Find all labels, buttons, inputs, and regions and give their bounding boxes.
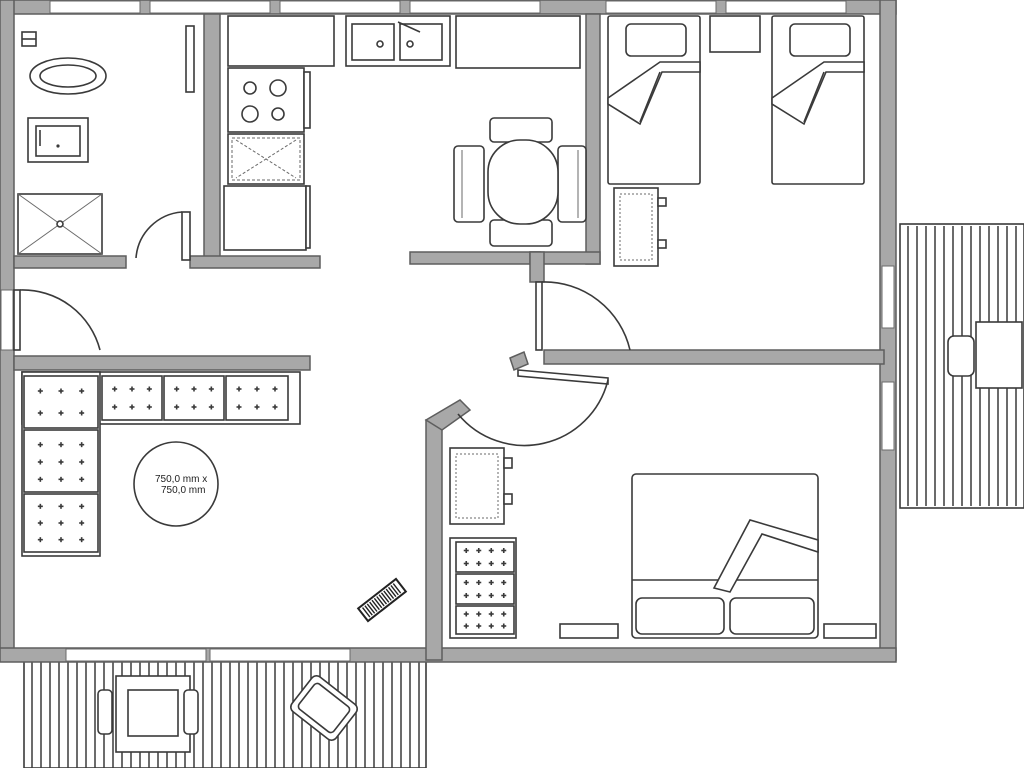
wardrobe-icon <box>613 187 667 267</box>
terrace-east-furniture <box>947 321 1023 389</box>
washbasin-icon <box>27 117 89 163</box>
windows <box>0 0 895 662</box>
door-bedroom-2 <box>457 369 609 447</box>
interior-walls <box>13 13 885 661</box>
table-size-label-line2: 750,0 mm <box>161 485 205 496</box>
kitchen-cabinet-upper-left <box>227 15 335 67</box>
kitchen <box>223 15 587 251</box>
nightstand-left <box>559 623 619 639</box>
single-bed-right <box>771 15 865 185</box>
stove-icon <box>227 67 311 133</box>
door-bedroom-1 <box>535 281 631 351</box>
door-entrance <box>13 289 101 351</box>
corner-sofa-icon <box>21 371 301 557</box>
sink-icon <box>345 15 451 67</box>
coffee-table-icon: 750,0 mm x 750,0 mm <box>133 441 219 527</box>
nightstand-right <box>823 623 877 639</box>
fridge-icon <box>223 185 311 251</box>
double-bed-icon <box>631 473 819 639</box>
kitchen-cabinet-upper-right <box>455 15 581 69</box>
armchair-icon <box>449 537 517 639</box>
bedroom-twin <box>607 15 865 267</box>
towel-rail-icon <box>185 25 195 93</box>
tv-icon <box>356 577 408 623</box>
toilet-icon <box>29 57 107 95</box>
single-bed-left <box>607 15 701 185</box>
door-bathroom <box>135 211 191 261</box>
dishwasher-icon <box>227 133 305 185</box>
bathroom <box>17 25 195 255</box>
toilet-paper-icon <box>21 31 37 47</box>
shower-icon <box>17 193 103 255</box>
dining-table-icon <box>453 117 587 247</box>
terrace-south <box>23 659 427 768</box>
wardrobe-icon <box>449 447 513 525</box>
nightstand <box>709 15 761 53</box>
living-room: 750,0 mm x 750,0 mm <box>21 371 408 623</box>
table-size-label-line1: 750,0 mm x <box>155 474 207 485</box>
terrace-south-furniture <box>97 675 358 753</box>
bedroom-double <box>449 447 877 639</box>
